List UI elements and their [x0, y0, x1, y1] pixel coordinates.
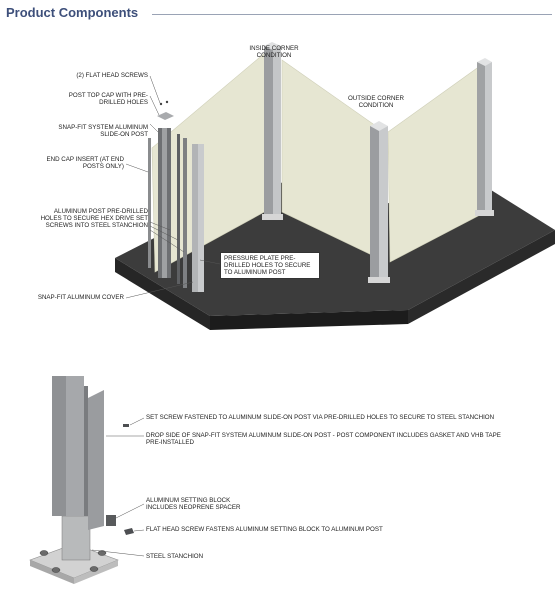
snap-fit-cover — [192, 144, 198, 292]
flat-head-screw-1 — [159, 102, 163, 106]
aluminum-post-b — [183, 138, 187, 288]
label-setting-block: ALUMINUM SETTING BLOCK INCLUDES NEOPRENE… — [146, 497, 241, 511]
exploded-components — [148, 100, 204, 292]
label-outside-corner: OUTSIDE CORNER CONDITION — [347, 95, 405, 109]
slide-on-post-b — [162, 128, 167, 278]
label-aluminum-post: ALUMINUM POST PRE-DRILLED HOLES TO SECUR… — [40, 208, 148, 229]
aluminum-post-a — [177, 134, 180, 284]
end-post-right — [475, 58, 494, 216]
label-drop-side: DROP SIDE OF SNAP-FIT SYSTEM ALUMINUM SL… — [146, 432, 501, 446]
floor-side-right — [408, 230, 555, 324]
label-inside-corner: INSIDE CORNER CONDITION — [249, 45, 299, 59]
anchor-bolts — [39, 550, 107, 573]
set-screw — [123, 424, 129, 427]
end-cap-insert — [148, 138, 151, 268]
label-steel-stanchion: STEEL STANCHION — [146, 553, 204, 560]
inside-corner-post — [262, 42, 283, 220]
installation-diagram — [29, 42, 555, 584]
page-title: Product Components — [6, 5, 139, 20]
label-post-top-cap: POST TOP CAP WITH PRE-DRILLED HOLES — [68, 92, 148, 106]
aluminum-slide-on-post — [52, 376, 66, 516]
slide-on-post-a — [158, 128, 162, 278]
label-snap-fit-cover: SNAP-FIT ALUMINUM COVER — [37, 294, 124, 301]
title-divider — [152, 14, 552, 15]
drop-side-panel — [88, 390, 104, 530]
flat-head-screw — [124, 528, 134, 535]
floor-side-front — [210, 310, 408, 330]
steel-stanchion — [61, 515, 91, 561]
outside-corner-post — [368, 121, 390, 283]
label-flat-head-screws: (2) FLAT HEAD SCREWS — [76, 72, 148, 79]
label-end-cap-insert: END CAP INSERT (AT END POSTS ONLY) — [46, 156, 124, 170]
aluminum-setting-block — [106, 515, 116, 526]
label-set-screw: SET SCREW FASTENED TO ALUMINUM SLIDE-ON … — [146, 414, 495, 421]
label-flat-head-screw: FLAT HEAD SCREW FASTENS ALUMINUM SETTING… — [146, 526, 383, 533]
label-snap-fit-post: SNAP-FIT SYSTEM ALUMINUM SLIDE-ON POST — [58, 124, 148, 138]
leader-lines-top — [125, 75, 221, 299]
post-detail-diagram — [29, 376, 134, 584]
slide-on-post-c — [167, 128, 171, 278]
label-pressure-plate: PRESSURE PLATE PRE-DRILLED HOLES TO SECU… — [220, 252, 320, 279]
post-top-cap — [157, 112, 174, 120]
flat-head-screw-2 — [165, 100, 169, 104]
floor-side-left — [115, 258, 210, 330]
leader-lines-bottom — [91, 417, 145, 557]
